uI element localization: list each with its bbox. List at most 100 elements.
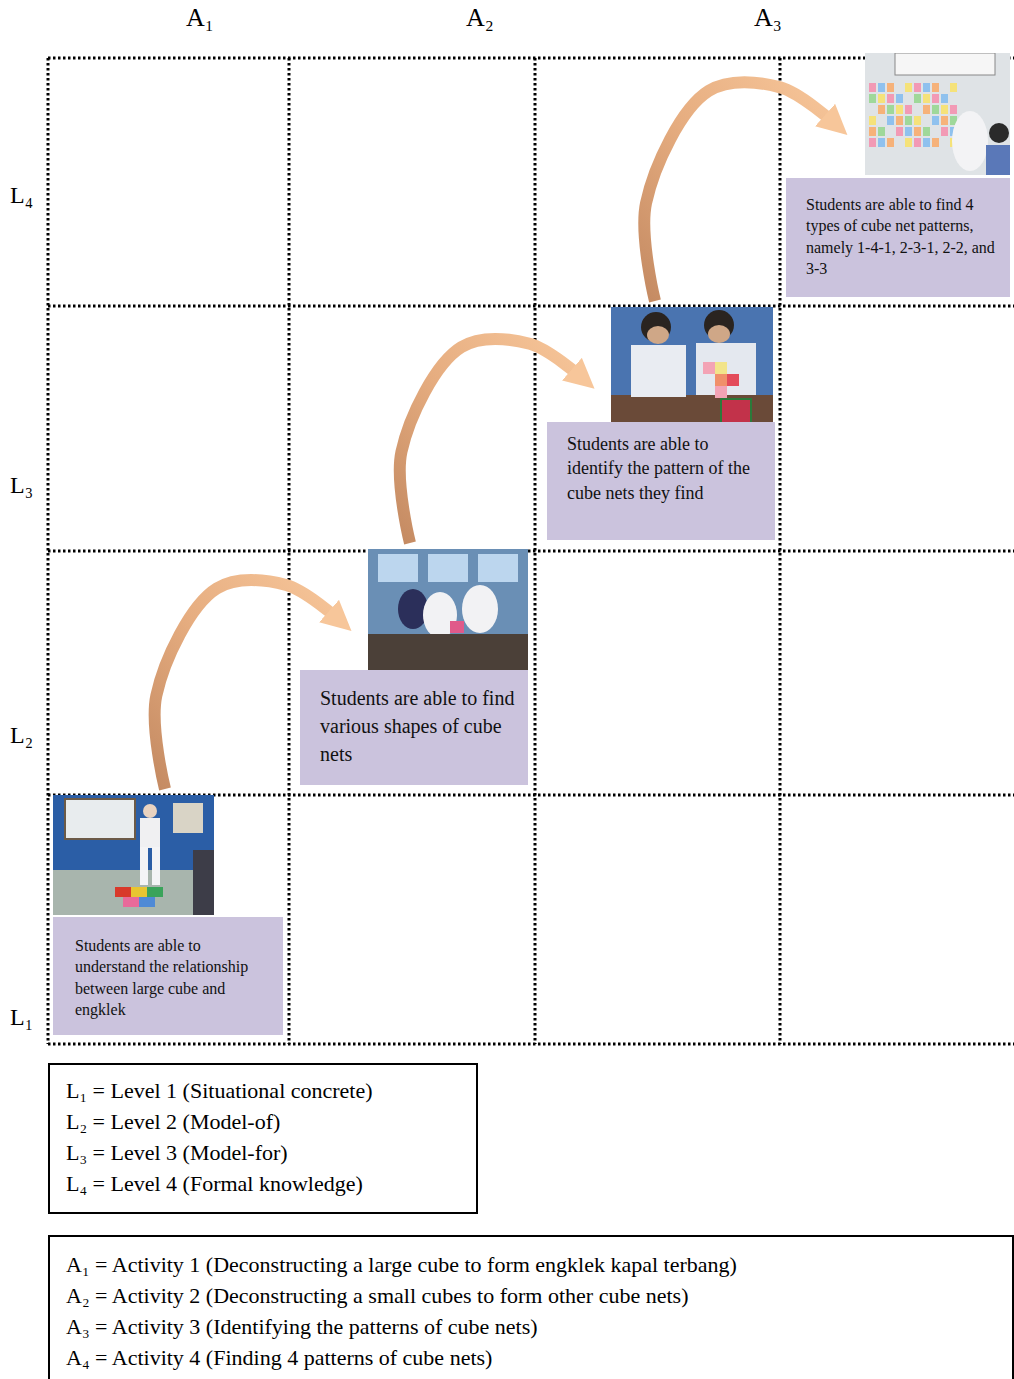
engklek-photo-part xyxy=(139,897,155,907)
engklek-photo-part xyxy=(173,803,203,833)
classroom-photo-part xyxy=(398,589,428,629)
sticky-notes-part xyxy=(923,138,930,147)
outcome-box: Students are able to find various shapes… xyxy=(300,549,528,785)
sticky-notes-part xyxy=(878,83,885,92)
pattern-photo-part xyxy=(727,374,739,386)
sticky-notes-part xyxy=(950,105,957,114)
sticky-notes-part xyxy=(905,127,912,136)
sticky-notes-part xyxy=(878,105,885,114)
sticky-notes-part xyxy=(896,94,903,103)
column-label: A₁ xyxy=(186,4,214,33)
sticky-notes-part xyxy=(878,94,885,103)
sticky-notes-part xyxy=(905,105,912,114)
classroom-photo xyxy=(368,549,528,670)
sticky-notes-part xyxy=(950,127,957,136)
level-key-box: L₁ = Level 1 (Situational concrete)L₂ = … xyxy=(48,1063,478,1214)
photo-space xyxy=(547,307,775,422)
classroom-photo-part xyxy=(368,634,528,670)
sticky-notes-part xyxy=(914,138,921,147)
classroom-photo-part xyxy=(423,592,457,638)
outcome-text: Students are able to understand the rela… xyxy=(75,935,273,1020)
engklek-photo-part xyxy=(143,804,157,818)
pattern-photo-part xyxy=(641,312,671,342)
sticky-notes-part xyxy=(869,83,876,92)
engklek-photo-part xyxy=(147,887,163,897)
sticky-notes-part xyxy=(869,116,876,125)
whiteboard-photo-part xyxy=(895,53,995,75)
engklek-photo-part xyxy=(65,799,135,839)
engklek-photo-part xyxy=(140,818,160,848)
column-label: A₃ xyxy=(754,4,782,33)
pattern-photo-part xyxy=(715,386,727,398)
engklek-photo-part xyxy=(53,870,214,915)
grid-lines-part xyxy=(48,57,1014,60)
sticky-notes-part xyxy=(896,127,903,136)
sticky-notes-part xyxy=(932,105,939,114)
sticky-notes-part xyxy=(914,83,921,92)
classroom-photo-part xyxy=(428,554,468,582)
grid-lines-part xyxy=(534,58,537,1044)
pattern-photo-part xyxy=(715,362,727,374)
photo-space xyxy=(786,53,1010,178)
sticky-notes-part xyxy=(896,116,903,125)
outcome-text: Students are able to identify the patter… xyxy=(567,432,767,505)
sticky-notes-part xyxy=(941,127,948,136)
pattern-photo-part xyxy=(715,374,727,386)
pattern-photo-part xyxy=(708,325,730,343)
whiteboard-photo-part xyxy=(989,123,1009,143)
classroom-photo-part xyxy=(368,549,528,670)
engklek-photo-part xyxy=(193,850,214,915)
grid-lines-part xyxy=(48,550,1014,553)
sticky-notes-part xyxy=(869,127,876,136)
photo-space xyxy=(300,549,528,670)
whiteboard-photo-part xyxy=(986,145,1010,175)
outcome-box: Students are able to identify the patter… xyxy=(547,307,775,540)
row-label: L₂ xyxy=(10,722,33,748)
sticky-notes-part xyxy=(878,138,885,147)
sticky-notes-part xyxy=(905,116,912,125)
sticky-notes-part xyxy=(941,105,948,114)
outcome-box: Students are able to find 4 types of cub… xyxy=(786,53,1010,297)
key-panel: L₁ = Level 1 (Situational concrete)L₂ = … xyxy=(48,1063,478,1214)
engklek-photo-part xyxy=(123,897,139,907)
key-line: A₄ = Activity 4 (Finding 4 patterns of c… xyxy=(66,1342,1002,1373)
grid-lines-part xyxy=(779,58,782,1044)
sticky-notes-part xyxy=(914,94,921,103)
pattern-photo-part xyxy=(696,343,756,395)
outcome-text: Students are able to find various shapes… xyxy=(320,684,520,768)
engklek-photo-part xyxy=(131,887,147,897)
classroom-photo-part xyxy=(478,554,518,582)
sticky-notes-part xyxy=(887,105,894,114)
photo-space xyxy=(53,795,283,917)
sticky-notes-part xyxy=(914,116,921,125)
sticky-notes-part xyxy=(932,138,939,147)
engklek-photo-part xyxy=(53,795,214,870)
engklek-photo-part xyxy=(152,847,160,885)
sticky-notes-part xyxy=(905,83,912,92)
sticky-notes-part xyxy=(887,94,894,103)
engklek-photo-part xyxy=(115,887,131,897)
key-line: L₁ = Level 1 (Situational concrete) xyxy=(66,1075,466,1106)
pattern-photo-part xyxy=(703,362,715,374)
outcome-text: Students are able to find 4 types of cub… xyxy=(806,194,1002,280)
grid-lines-part xyxy=(48,794,1014,797)
outcome-box: Students are able to understand the rela… xyxy=(53,795,283,1035)
grid-lines-part xyxy=(288,58,291,1044)
pattern-photo-part xyxy=(647,326,669,344)
grid-lines-part xyxy=(48,1043,1014,1046)
sticky-notes-part xyxy=(896,105,903,114)
sticky-notes-part xyxy=(923,105,930,114)
pattern-photo-part xyxy=(611,307,773,427)
pattern-photo-part xyxy=(721,399,751,423)
key-line: L₃ = Level 3 (Model-for) xyxy=(66,1137,466,1168)
sticky-notes-part xyxy=(950,138,957,147)
key-line: L₄ = Level 4 (Formal knowledge) xyxy=(66,1168,466,1199)
sticky-notes-part xyxy=(932,116,939,125)
classroom-photo-part xyxy=(378,554,418,582)
key-panel: A₁ = Activity 1 (Deconstructing a large … xyxy=(48,1235,1014,1379)
sticky-notes-part xyxy=(887,138,894,147)
sticky-notes-part xyxy=(941,116,948,125)
pattern-photo xyxy=(611,307,773,427)
row-label: L₁ xyxy=(10,1004,33,1030)
